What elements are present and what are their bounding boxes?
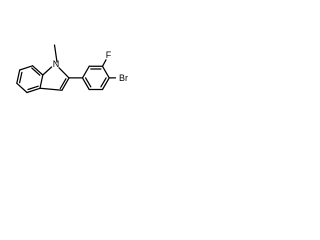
pyrrole-ring	[39, 44, 70, 91]
bond-c5-c4	[16, 82, 28, 94]
bond-c1p-c2p	[81, 65, 90, 79]
bond-c7a-c7	[31, 65, 44, 76]
bond-c7-c6	[19, 65, 34, 71]
bond-c3-c3a	[39, 87, 63, 91]
bond-c4-c3a	[26, 87, 41, 94]
bond-n1-methyl	[53, 44, 58, 63]
bond-c6-c5	[16, 69, 21, 84]
bond-c3p-c4p	[101, 65, 110, 79]
bond-c2-c3	[61, 77, 70, 91]
bond-c3a-c7a	[39, 74, 44, 89]
bond-c4p-c5p	[101, 77, 110, 91]
bond-c2-c3-inner	[59, 78, 67, 90]
bond-c6p-c1p-inner	[84, 77, 92, 88]
bond-c4-c3a-inner	[27, 85, 39, 91]
bond-c6-c5-inner	[18, 71, 23, 84]
nitrogen-label: N	[53, 59, 60, 69]
bond-c7a-n1	[42, 66, 53, 76]
phenyl-ring	[81, 65, 110, 91]
structure-diagram: N F Br	[16, 44, 128, 94]
bond-c6p-c1p	[81, 77, 90, 91]
fluorine-label: F	[106, 50, 112, 60]
bond-c4p-c5p-inner	[100, 77, 107, 88]
benzo-ring	[16, 65, 44, 94]
bond-c3p-f	[101, 59, 107, 67]
bond-n1-c2	[58, 67, 70, 79]
bond-c7a-c7-inner	[31, 67, 41, 76]
bromine-label: Br	[119, 73, 128, 83]
